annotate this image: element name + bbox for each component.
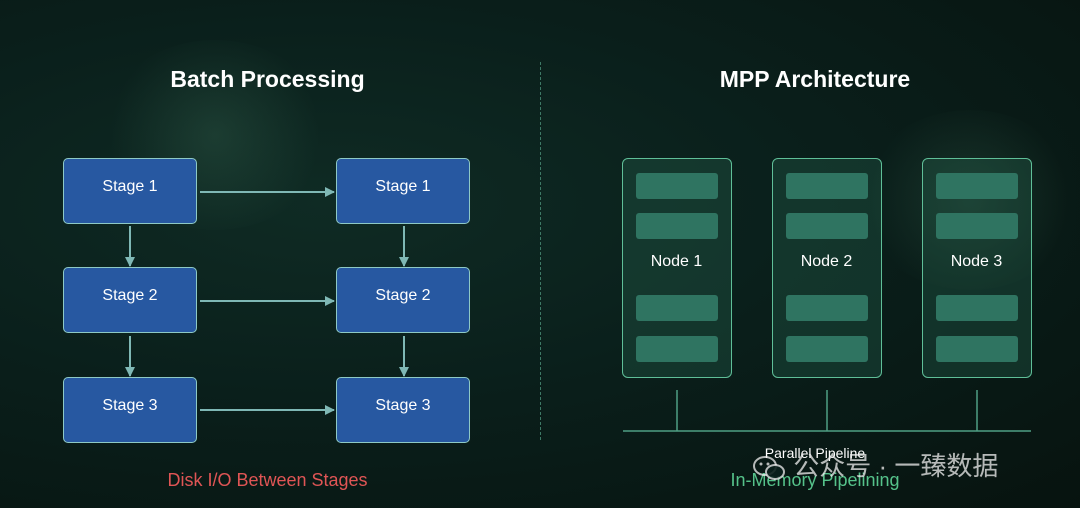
wechat-icon [753,456,785,481]
node-slot [636,295,718,321]
background-glow-right [860,110,1080,290]
node-slot [936,295,1018,321]
node-slot [786,336,868,362]
mpp-architecture-title: MPP Architecture [719,66,911,92]
watermark: 公众号 · 一臻数据 [752,448,1052,484]
node-slot [636,173,718,199]
node-label: Node 3 [950,253,1003,270]
node-slot [936,173,1018,199]
node-slot [936,336,1018,362]
mpp-node-3: Node 3 [922,158,1032,378]
parallel-pipeline-label: Parallel Pipeline [764,445,866,461]
node-label: Node 2 [800,253,853,270]
node-slot [786,295,868,321]
mpp-node-2: Node 2 [772,158,882,378]
batch-processing-title: Batch Processing [170,66,365,92]
stage-box-left-3: Stage 3 [63,377,197,443]
node-slot [636,213,718,239]
node-slot [936,213,1018,239]
stage-box-right-2: Stage 2 [336,267,470,333]
stage-box-right-3: Stage 3 [336,377,470,443]
node-slot [636,336,718,362]
watermark-text: 公众号 · 一臻数据 [793,451,999,481]
stage-box-right-1: Stage 1 [336,158,470,224]
disk-io-caption: Disk I/O Between Stages [167,470,368,490]
node-slot [786,173,868,199]
stage-box-left-2: Stage 2 [63,267,197,333]
node-slot [786,213,868,239]
node-label: Node 1 [650,253,703,270]
stage-box-left-1: Stage 1 [63,158,197,224]
mpp-node-1: Node 1 [622,158,732,378]
panel-divider [540,62,541,440]
